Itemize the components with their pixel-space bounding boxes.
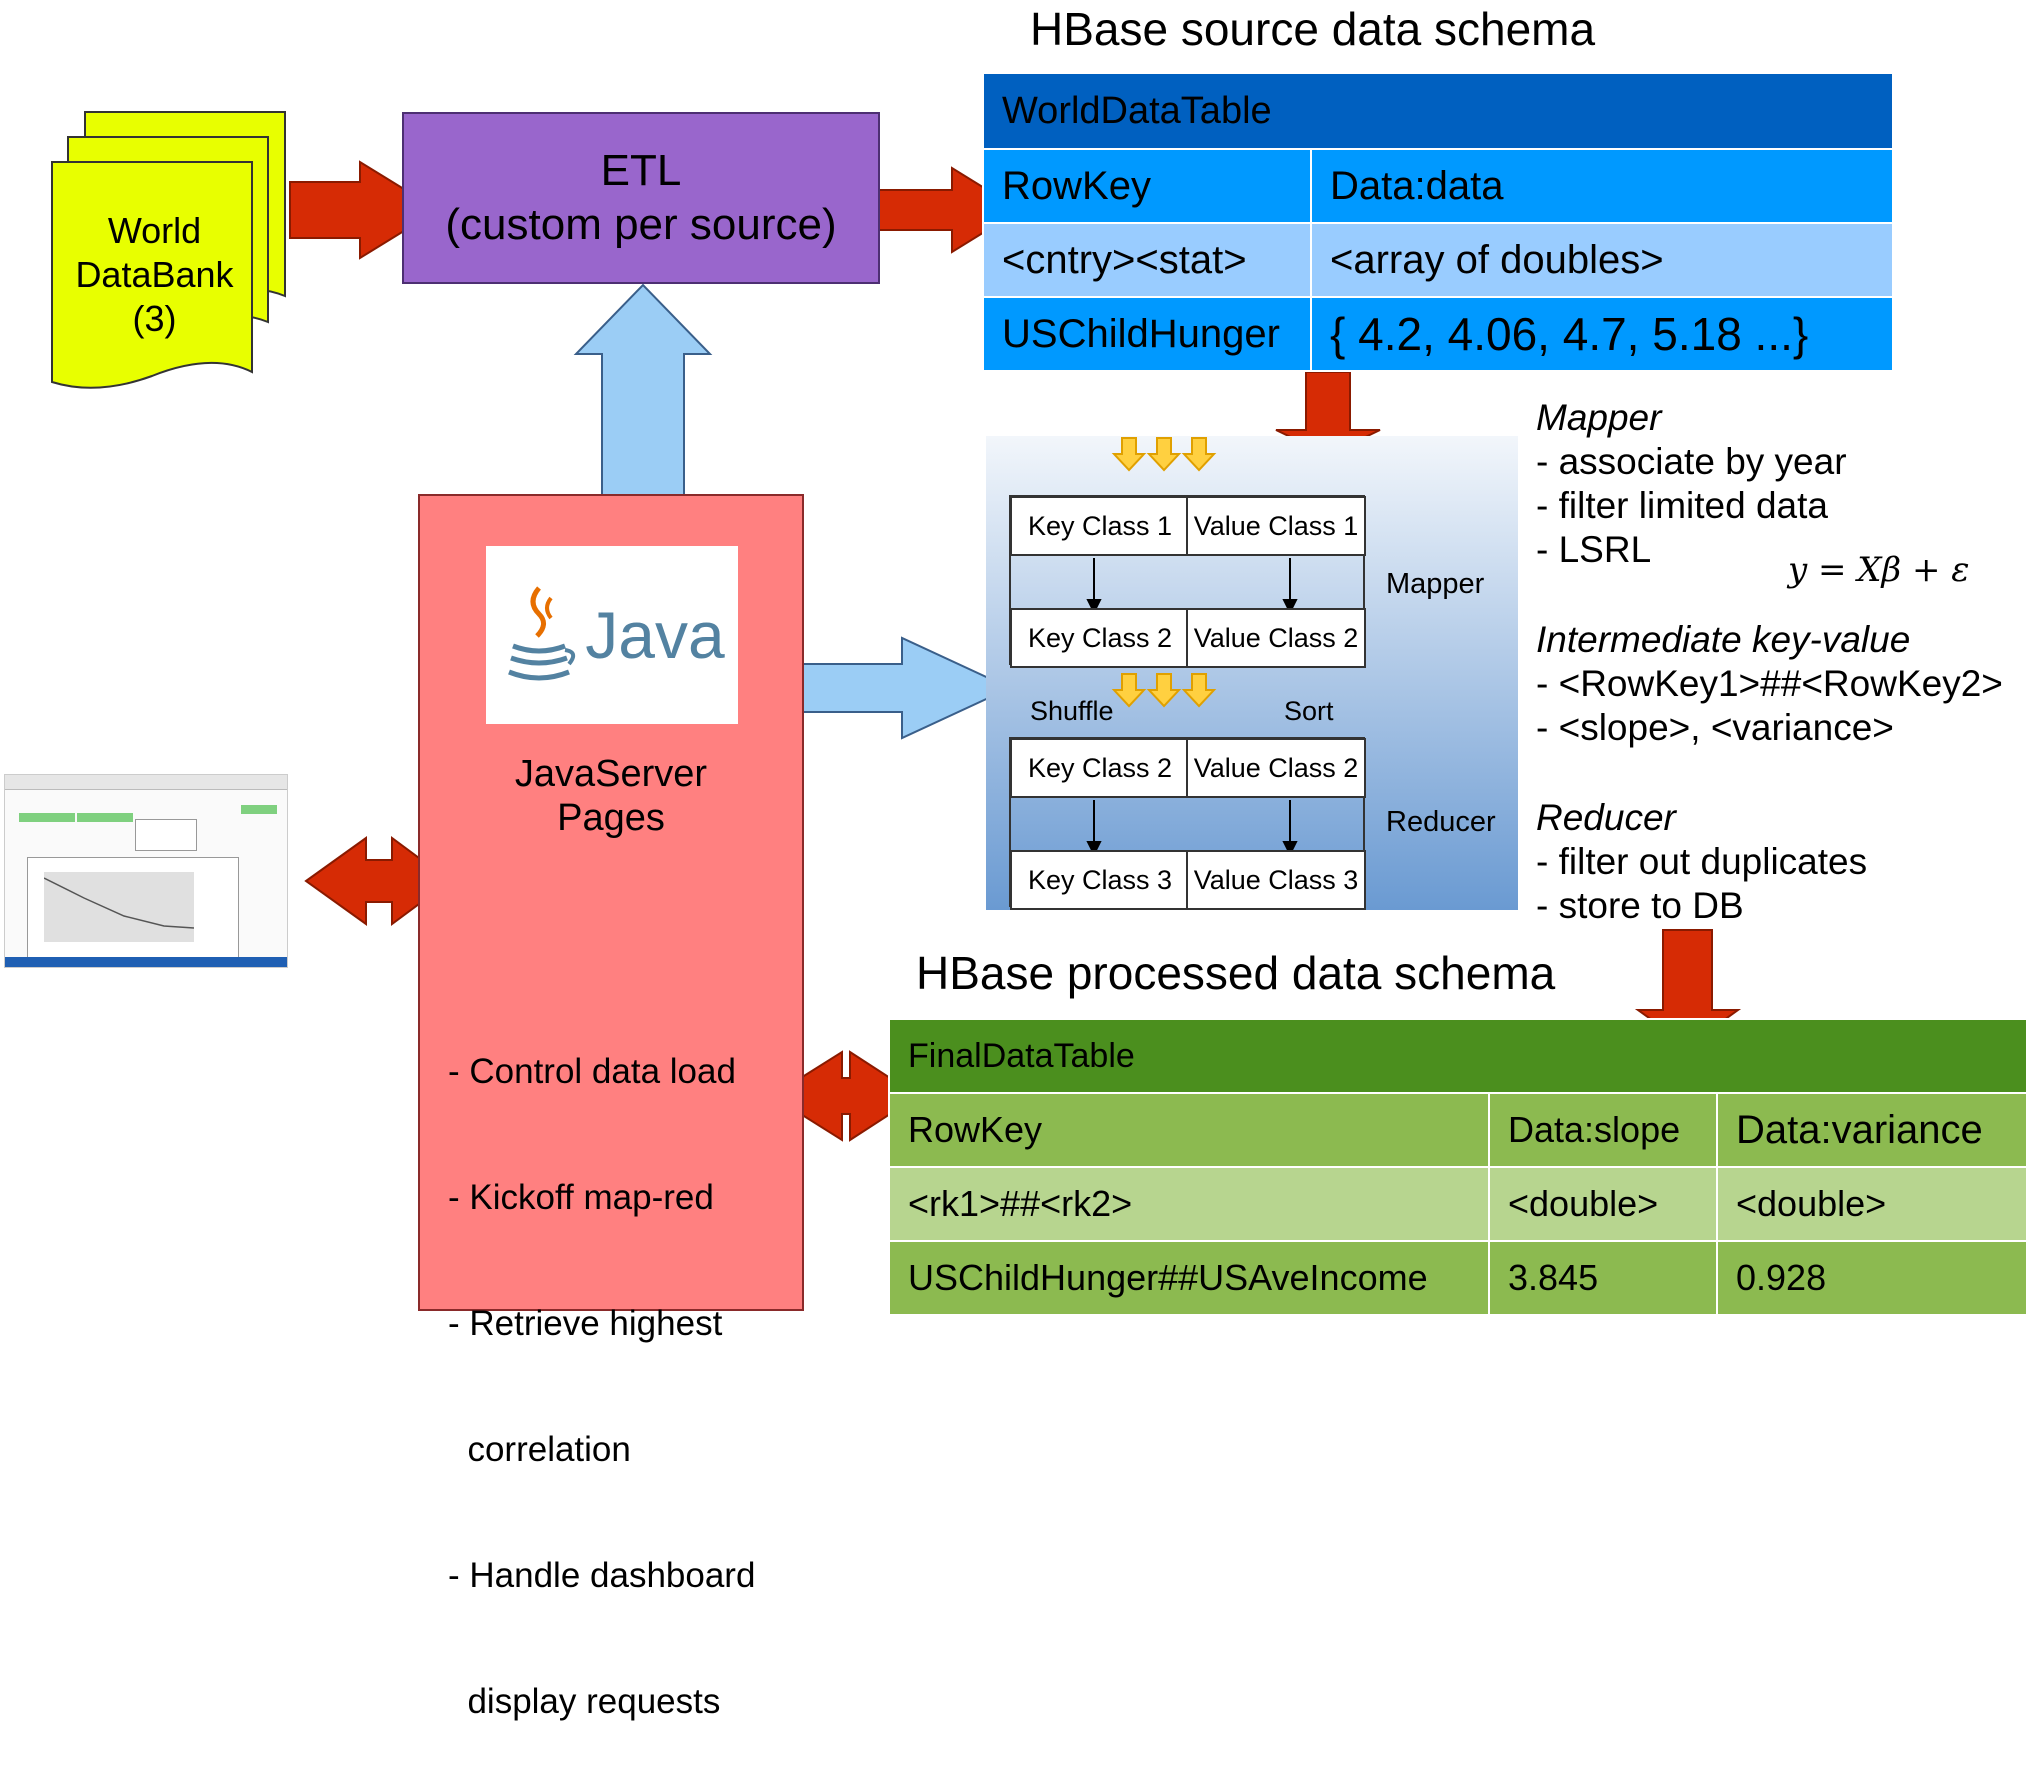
mapper-note-item: - associate by year [1536, 441, 1847, 482]
processed-cell: <double> [1716, 1166, 2028, 1242]
processed-cell: <rk1>##<rk2> [888, 1166, 1490, 1242]
source-schema-heading: HBase source data schema [1030, 3, 1596, 55]
processed-data-table: FinalDataTable RowKey Data:slope Data:va… [888, 1018, 2028, 1316]
reducer-note-item: - filter out duplicates [1536, 841, 1868, 882]
mapreduce-diagram: Key Class 1 Value Class 1 Key Class 2 Va… [986, 436, 1518, 910]
etl-subtitle: (custom per source) [445, 200, 837, 249]
jsp-task-list: - Control data load - Kickoff map-red - … [448, 967, 755, 1765]
source-data-table: WorldDataTable RowKey Data:data <cntry><… [982, 72, 1894, 372]
mr-sort-label: Sort [1284, 696, 1334, 726]
processed-table-title: FinalDataTable [888, 1018, 2028, 1094]
arrow-jsp-to-mapreduce [771, 636, 1013, 740]
intermediate-note-item: - <RowKey1>##<RowKey2> [1536, 663, 2003, 704]
worlddatabank-line3: (3) [132, 298, 177, 339]
mr-shuffle-label: Shuffle [1030, 696, 1114, 726]
source-table-title: WorldDataTable [982, 72, 1894, 150]
jsp-title: JavaServer Pages [418, 752, 804, 840]
mr-value-class-3: Value Class 3 [1186, 850, 1366, 910]
processed-header-cell: Data:variance [1716, 1092, 2028, 1168]
arrow-jsp-to-etl [573, 283, 713, 507]
intermediate-note-item: - <slope>, <variance> [1536, 707, 1894, 748]
intermediate-notes: Intermediate key-value - <RowKey1>##<Row… [1536, 618, 2003, 750]
mr-value-class-2: Value Class 2 [1186, 608, 1366, 668]
processed-header-cell: Data:slope [1488, 1092, 1718, 1168]
jsp-task-item: - Handle dashboard [448, 1556, 756, 1595]
processed-schema-heading: HBase processed data schema [916, 947, 1556, 999]
mapper-note-item: - filter limited data [1536, 485, 1828, 526]
processed-cell: 0.928 [1716, 1240, 2028, 1316]
java-logo: Java [486, 546, 738, 724]
worlddatabank-line2: DataBank [75, 254, 234, 295]
mr-key-class-2-reduce: Key Class 2 [1010, 738, 1190, 798]
java-cup-icon [508, 586, 576, 681]
mr-key-class-3: Key Class 3 [1010, 850, 1190, 910]
jsp-title-line1: JavaServer [514, 753, 708, 795]
mr-value-class-1: Value Class 1 [1186, 496, 1366, 556]
jsp-task-item: - Retrieve highest [448, 1304, 723, 1343]
arrow-databank-to-etl [289, 160, 440, 260]
source-header-cell: Data:data [1310, 148, 1894, 224]
mr-reducer-label: Reducer [1386, 806, 1496, 838]
mr-key-class-1: Key Class 1 [1010, 496, 1190, 556]
source-cell: USChildHunger [982, 296, 1312, 372]
jsp-task-item: - Kickoff map-red [448, 1178, 714, 1217]
etl-box: ETL (custom per source) [402, 112, 880, 284]
source-header-cell: RowKey [982, 148, 1312, 224]
worlddatabank-label: World DataBank (3) [52, 205, 257, 345]
source-cell: <array of doubles> [1310, 222, 1894, 298]
connector-layer [51, 111, 1742, 1142]
processed-cell: USChildHunger##USAveIncome [888, 1240, 1490, 1316]
reducer-notes: Reducer - filter out duplicates - store … [1536, 796, 1867, 928]
mapper-note-item: - LSRL [1536, 529, 1652, 570]
processed-cell: 3.845 [1488, 1240, 1718, 1316]
thumbnail-line-chart [44, 877, 194, 929]
java-logo-text: Java [585, 598, 725, 672]
lsrl-formula: y = Xβ + ε [1788, 550, 1970, 590]
mr-value-class-2-reduce: Value Class 2 [1186, 738, 1366, 798]
jsp-task-item: correlation [448, 1430, 631, 1469]
mapper-notes: Mapper - associate by year - filter limi… [1536, 396, 1847, 572]
jsp-task-item: - Control data load [448, 1052, 736, 1091]
source-cell: <cntry><stat> [982, 222, 1312, 298]
etl-title: ETL [600, 146, 682, 195]
intermediate-notes-heading: Intermediate key-value [1536, 619, 1911, 660]
reducer-note-item: - store to DB [1536, 885, 1744, 926]
source-cell: { 4.2, 4.06, 4.7, 5.18 ...} [1310, 296, 1894, 372]
mr-mapper-label: Mapper [1386, 568, 1485, 600]
reducer-notes-heading: Reducer [1536, 797, 1676, 838]
worlddatabank-line1: World [107, 210, 202, 251]
dashboard-screenshot-thumbnail [4, 774, 288, 968]
jsp-task-item: display requests [448, 1682, 721, 1721]
mr-key-class-2: Key Class 2 [1010, 608, 1190, 668]
mapper-notes-heading: Mapper [1536, 397, 1662, 438]
processed-header-cell: RowKey [888, 1092, 1490, 1168]
processed-cell: <double> [1488, 1166, 1718, 1242]
jsp-title-line2: Pages [557, 797, 665, 839]
databank-docs [51, 111, 286, 389]
